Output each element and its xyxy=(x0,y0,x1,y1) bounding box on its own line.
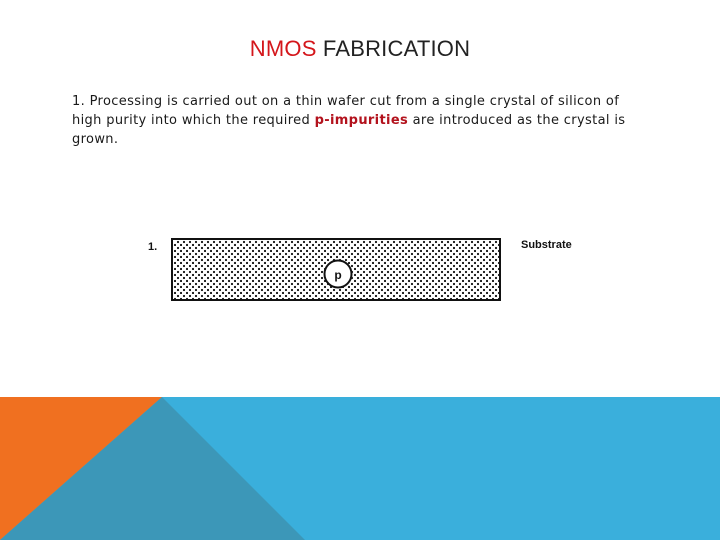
step-number-label: 1. xyxy=(148,241,157,253)
substrate-diagram: 1. p Substrate xyxy=(148,238,572,301)
title-rest: FABRICATION xyxy=(316,36,471,61)
p-region-marker xyxy=(323,259,353,289)
body-paragraph: 1. Processing is carried out on a thin w… xyxy=(72,92,632,149)
footer-teal-triangle xyxy=(0,397,305,540)
paragraph-text-end: are introduced as the crystal is grown. xyxy=(72,113,626,147)
paragraph-text-start: 1. Processing is carried out on a thin w… xyxy=(72,94,620,128)
substrate-label: Substrate xyxy=(521,239,572,251)
footer-decoration xyxy=(0,397,720,540)
paragraph-highlight: p-impurities xyxy=(314,113,409,128)
title-accent: NMOS xyxy=(249,36,317,61)
p-region-label: p xyxy=(334,268,341,282)
slide-title: NMOS FABRICATION xyxy=(0,36,720,62)
